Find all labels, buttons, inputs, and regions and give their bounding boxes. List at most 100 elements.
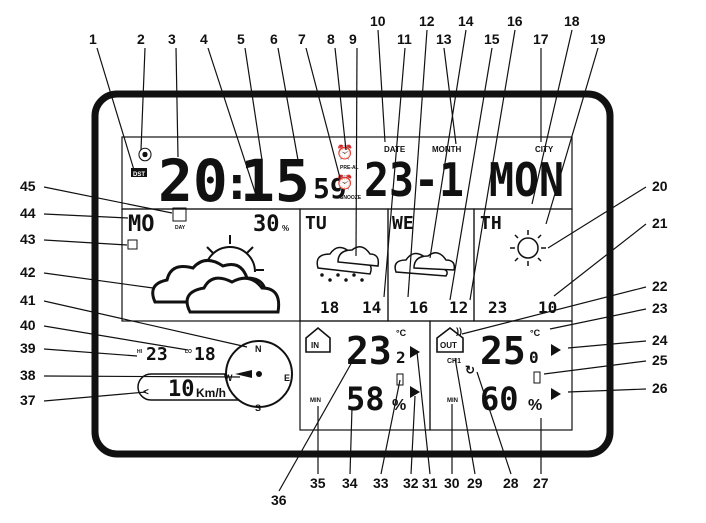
compass-e: E (284, 373, 290, 383)
alarm2-icon: ⏰ (336, 173, 353, 191)
forecast1-day: TU (305, 213, 327, 234)
sun-icon (510, 230, 546, 266)
callout-label-43: 43 (20, 231, 36, 247)
callout-label-2: 2 (137, 31, 145, 47)
percent-sign: % (282, 224, 289, 233)
callout-label-33: 33 (373, 475, 389, 491)
date-value: 23-1 MON (364, 153, 564, 207)
callout-label-14: 14 (458, 13, 474, 29)
callout-leader-8 (334, 47, 347, 151)
clock-seconds: 59 (313, 172, 347, 205)
callout-label-27: 27 (533, 475, 549, 491)
callout-label-39: 39 (20, 340, 36, 356)
callout-leader-7 (305, 47, 341, 179)
forecast3-lo: 10 (538, 298, 557, 317)
callout-leader-33 (380, 379, 401, 475)
callout-leader-37 (43, 391, 147, 402)
wind-speed: 10 (168, 377, 195, 402)
callout-label-42: 42 (20, 264, 36, 280)
callout-label-23: 23 (652, 300, 668, 316)
callout-label-15: 15 (484, 31, 500, 47)
callout-label-25: 25 (652, 352, 668, 368)
outdoor-temp-unit: °C (530, 328, 541, 338)
outdoor-min-label: MIN (447, 398, 458, 404)
callout-label-26: 26 (652, 380, 668, 396)
indoor-hum-trend-icon (410, 386, 420, 398)
indoor-temp-dec: 2 (396, 348, 406, 367)
callout-leader-19 (545, 47, 599, 225)
compass-w: W (224, 373, 233, 383)
indoor-min-label: MIN (310, 398, 321, 404)
forecast3-day: TH (480, 213, 502, 234)
radio-signal-icon: ⦿ (138, 147, 152, 163)
today-hi-label: HI (137, 349, 143, 355)
callout-label-29: 29 (467, 475, 483, 491)
callout-leader-31 (416, 351, 431, 475)
callout-label-30: 30 (444, 475, 460, 491)
callout-leader-12 (407, 29, 428, 298)
date-label: DATE (384, 145, 406, 154)
callout-label-13: 13 (436, 31, 452, 47)
callout-label-18: 18 (564, 13, 580, 29)
day-label: DAY (175, 225, 186, 231)
callout-leader-10 (377, 29, 386, 143)
callout-label-4: 4 (200, 31, 208, 47)
callout-label-7: 7 (298, 31, 306, 47)
callout-leader-21 (553, 223, 647, 297)
callout-leader-44 (43, 213, 129, 219)
today-percent: 30 (253, 212, 280, 237)
callout-leader-26 (567, 388, 647, 393)
callout-label-11: 11 (397, 31, 412, 47)
cloud-icon (394, 252, 456, 277)
callout-label-8: 8 (327, 31, 335, 47)
forecast1-lo: 14 (362, 298, 381, 317)
callout-label-1: 1 (89, 31, 97, 47)
outdoor-hum-trend-icon (551, 388, 561, 400)
outdoor-channel: CH1 (447, 358, 461, 365)
outdoor-signal-icon: )) (456, 326, 462, 336)
callout-label-45: 45 (20, 178, 36, 194)
callout-leader-23 (549, 308, 647, 330)
callout-leader-22 (461, 286, 647, 335)
today-day: MO (128, 212, 155, 237)
callout-label-35: 35 (310, 475, 326, 491)
callout-label-22: 22 (652, 278, 668, 294)
compass-n: N (255, 344, 262, 354)
today-hi: 23 (146, 344, 168, 365)
alert-icon (127, 239, 138, 250)
callout-label-5: 5 (237, 31, 245, 47)
callout-label-12: 12 (419, 13, 435, 29)
outdoor-battery-icon (533, 371, 541, 384)
wind-unit: Km/h (196, 386, 226, 400)
callout-leader-36 (278, 361, 353, 492)
callout-label-28: 28 (503, 475, 519, 491)
callout-label-3: 3 (168, 31, 176, 47)
indoor-temp-trend-icon (410, 346, 420, 358)
callout-label-34: 34 (342, 475, 358, 491)
forecast2-day: WE (392, 213, 414, 234)
forecast3-hi: 23 (488, 298, 507, 317)
device-body (91, 90, 614, 458)
callout-label-31: 31 (422, 475, 438, 491)
callout-leader-32 (410, 395, 416, 475)
outdoor-temp-int: 25 (480, 329, 526, 373)
callout-label-16: 16 (507, 13, 523, 29)
house-out-icon (436, 326, 464, 353)
callout-label-17: 17 (533, 31, 549, 47)
callout-leader-18 (531, 29, 573, 205)
indoor-temp-unit: °C (396, 328, 407, 338)
dst-badge (131, 168, 147, 177)
callout-leader-34 (349, 407, 353, 475)
outdoor-temp-trend-icon (551, 344, 561, 356)
callout-leader-3 (175, 47, 179, 158)
callout-label-20: 20 (652, 178, 668, 194)
callout-leader-6 (277, 47, 299, 161)
callout-leader-5 (244, 47, 263, 161)
callout-leader-43 (43, 239, 128, 246)
callout-label-41: 41 (20, 292, 36, 308)
callout-leader-9 (355, 47, 358, 257)
callout-leader-28 (476, 371, 512, 475)
forecast2-lo: 12 (449, 298, 468, 317)
callout-label-36: 36 (271, 492, 287, 508)
